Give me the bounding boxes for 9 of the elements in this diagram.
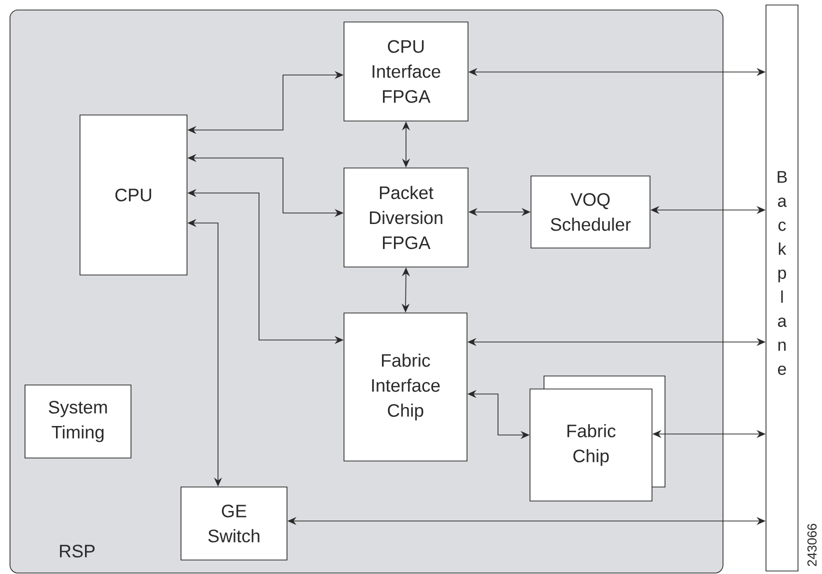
block-box: CPU — [80, 114, 188, 276]
block-box: System Timing — [24, 384, 132, 458]
block-box: Fabric Interface Chip — [344, 312, 468, 462]
block-box: GE Switch — [180, 486, 288, 560]
block-box: CPU Interface FPGA — [344, 22, 468, 122]
stacked-box: Fabric Chip — [530, 376, 666, 502]
block-box: Packet Diversion FPGA — [344, 168, 468, 268]
block-box: VOQ Scheduler — [530, 176, 650, 248]
backplane-bar: Backplane — [766, 4, 798, 572]
